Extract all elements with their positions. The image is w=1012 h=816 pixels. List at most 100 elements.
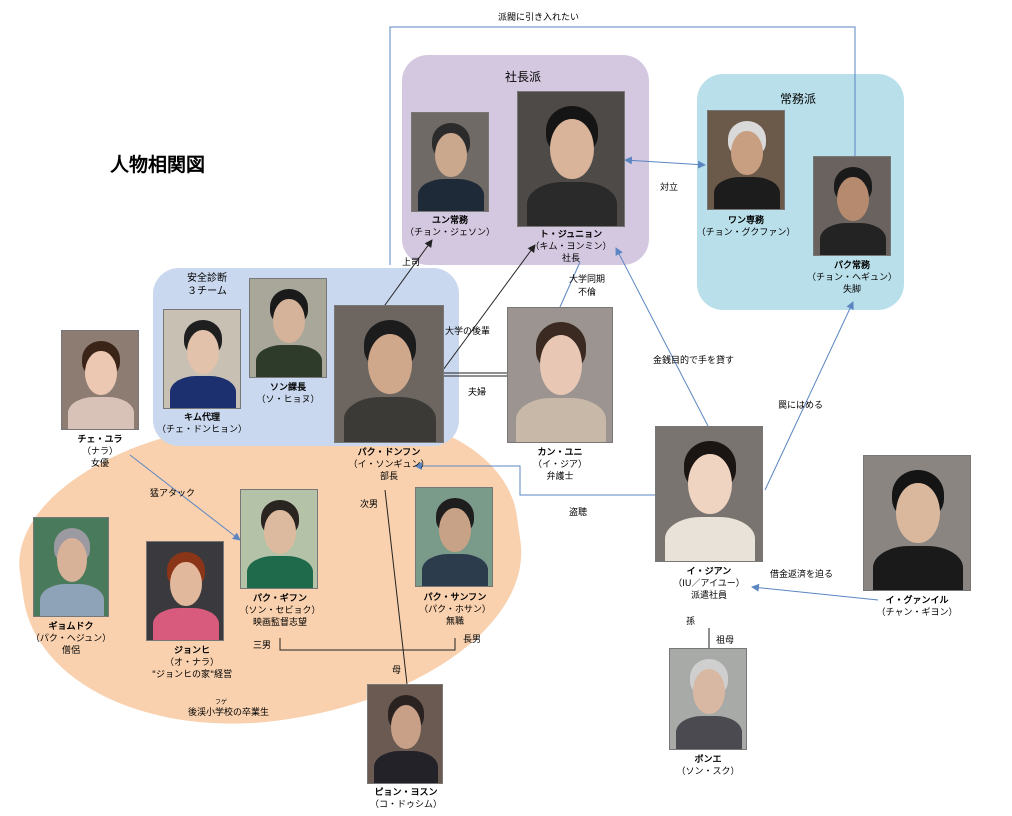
do-name: ト・ジュニョン: [539, 230, 603, 240]
ki-photo: [240, 489, 318, 589]
third-son-label: 三男: [253, 641, 272, 651]
gyum-role: 僧侶: [61, 646, 81, 656]
oppose-line: [624, 156, 706, 169]
mother-line: [384, 489, 408, 685]
portrait-face: [187, 330, 219, 374]
portrait-face: [731, 131, 763, 175]
park-j-role: 失脚: [842, 285, 862, 295]
portrait-face: [439, 508, 471, 552]
portrait-body: [153, 608, 219, 640]
yun-name: ユン常務: [431, 216, 469, 226]
kim-actor: （チェ・ドンヒョン）: [156, 425, 248, 435]
portrait-body: [40, 584, 104, 616]
jonghi-photo: [146, 541, 224, 641]
bongae-actor: （ソン・スク）: [676, 767, 740, 777]
portrait-face: [85, 351, 117, 395]
byeon-photo: [367, 684, 443, 784]
do-photo: [517, 91, 625, 227]
song-caption: ソン課長 （ソ・ヒョヌ）: [256, 382, 319, 406]
do-caption: ト・ジュニョン （キム・ヨンミン） 社長: [530, 229, 611, 265]
portrait-face: [56, 538, 88, 582]
brothers-line: [279, 638, 456, 651]
portrait-body: [374, 751, 438, 783]
byeon-name: ピョン・ヨスン: [374, 788, 438, 798]
song-photo: [249, 278, 327, 378]
sang-name: パク・サンフン: [423, 593, 487, 603]
portrait-face: [539, 335, 583, 396]
portrait-face: [368, 333, 412, 395]
college-junior-label: 大学の後輩: [445, 327, 491, 337]
portrait-face: [837, 177, 869, 221]
portrait-face: [550, 119, 594, 180]
song-actor: （ソ・ヒョヌ）: [256, 395, 320, 405]
wiretap-line: [414, 462, 655, 496]
portrait-body: [820, 223, 886, 255]
oppose-label: 対立: [660, 183, 679, 193]
kim-photo: [163, 309, 241, 409]
dong-role: 部長: [379, 472, 399, 482]
portrait-face: [264, 510, 296, 554]
chae-name: チェ・ユラ: [77, 435, 123, 445]
kim-name: キム代理: [183, 413, 221, 423]
portrait-body: [422, 554, 488, 586]
portrait-body: [68, 397, 134, 429]
safety-team-label: 安全診断 ３チーム: [187, 272, 227, 298]
park-j-photo: [813, 156, 891, 256]
yun-actor: （チョン・ジェソン）: [404, 228, 496, 238]
jiang-caption: イ・ジアン （IU／アイユー） 派遣社員: [673, 566, 745, 602]
jiang-role: 派遣社員: [690, 591, 727, 601]
dong-caption: パク・ドンフン （イ・ソンギュン） 部長: [348, 447, 429, 483]
portrait-body: [343, 397, 437, 442]
chae-role: 女優: [90, 459, 110, 469]
gyum-photo: [33, 517, 109, 617]
kang-photo: [507, 307, 613, 443]
byeon-caption: ピョン・ヨスン （コ・ドゥシム）: [370, 787, 442, 811]
kang-actor: （イ・ジア）: [532, 460, 588, 470]
college-junior-line: [442, 244, 536, 371]
portrait-body: [247, 556, 313, 588]
portrait-face: [390, 705, 422, 749]
sang-photo: [415, 487, 493, 587]
jiang-name: イ・ジアン: [686, 567, 732, 577]
wang-photo: [707, 110, 785, 210]
sang-caption: パク・サンフン （パク・ホサン） 無職: [419, 592, 491, 628]
wang-actor: （チョン・グクファン）: [696, 228, 796, 238]
trap-line: [764, 301, 854, 491]
song-name: ソン課長: [269, 383, 307, 393]
chae-actor: （ナラ）: [81, 447, 119, 457]
chae-photo: [61, 330, 139, 430]
kang-name: カン・ユニ: [537, 448, 583, 458]
second-son-label: 次男: [360, 500, 379, 510]
sang-actor: （パク・ホサン）: [419, 605, 491, 615]
portrait-body: [714, 177, 780, 209]
trap-label: 罠にはめる: [778, 401, 824, 411]
wang-name: ワン専務: [727, 216, 765, 226]
sang-role: 無職: [445, 617, 465, 627]
loan-press-label: 借金返済を迫る: [770, 570, 834, 580]
portrait-body: [676, 716, 742, 749]
portrait-face: [435, 133, 467, 177]
portrait-body: [526, 181, 618, 226]
kwang-photo: [863, 455, 971, 591]
alumni-label: 後渓小学校の卒業生: [188, 708, 270, 718]
portrait-body: [170, 376, 236, 408]
affair-label: 不倫: [578, 288, 597, 298]
portrait-face: [688, 454, 732, 515]
couple-label: 夫婦: [468, 388, 487, 398]
eldest-son-label: 長男: [463, 635, 482, 645]
chae-caption: チェ・ユラ （ナラ） 女優: [77, 434, 122, 470]
jonghi-caption: ジョンヒ （オ・ナラ） "ジョンヒの家"経営: [152, 645, 232, 681]
portrait-face: [273, 299, 305, 343]
kwang-actor: （チャン・ギヨン）: [876, 608, 958, 618]
page-title: 人物相関図: [110, 154, 206, 176]
kim-caption: キム代理 （チェ・ドンヒョン）: [157, 412, 247, 436]
wiretap-label: 盗聴: [569, 508, 588, 518]
park-j-caption: パク常務 （チョン・ヘギュン） 失脚: [807, 260, 897, 296]
grandchild-label: 孫: [686, 617, 696, 627]
alumni-ruby-label: フゲ: [215, 699, 227, 706]
gyum-caption: ギョムドク （パク・ヘジュン） 僧侶: [31, 621, 111, 657]
yun-photo: [411, 112, 489, 212]
grandmother-label: 祖母: [716, 636, 735, 646]
executive-faction-label: 常務派: [780, 92, 817, 106]
